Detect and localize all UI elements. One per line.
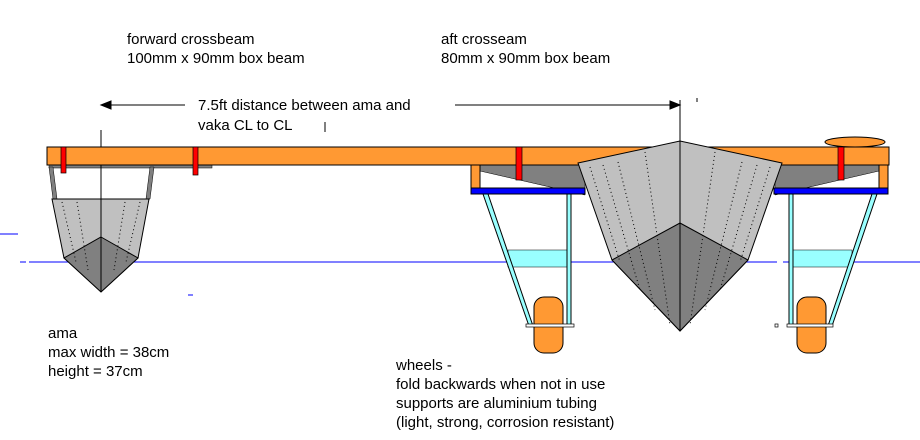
forward-crossbeam-spec: 100mm x 90mm box beam bbox=[127, 50, 305, 67]
distance-line-2: vaka CL to CL bbox=[198, 117, 293, 134]
beam-cap bbox=[824, 136, 886, 148]
ama-width: max width = 38cm bbox=[48, 344, 170, 361]
aft-crossbeam-spec: 80mm x 90mm box beam bbox=[441, 50, 611, 67]
wheels-label: wheels - fold backwards when not in use … bbox=[396, 356, 614, 432]
distance-arrow bbox=[99, 98, 698, 132]
aft-crossbeam-label: aft crosseam 80mm x 90mm box beam bbox=[441, 30, 610, 68]
aft-mounts bbox=[470, 164, 889, 196]
right-wheel-assembly bbox=[774, 193, 878, 354]
bolts bbox=[60, 146, 845, 181]
left-wheel-assembly bbox=[482, 193, 575, 354]
distance-line-1: 7.5ft distance between ama and bbox=[198, 97, 411, 114]
right-mount-bar bbox=[773, 187, 889, 195]
ama-hull bbox=[48, 130, 213, 293]
wheels-line-3: supports are aluminium tubing bbox=[396, 395, 597, 412]
vaka-hull bbox=[577, 100, 783, 332]
ama-height: height = 37cm bbox=[48, 363, 143, 380]
forward-crossbeam-title: forward crossbeam bbox=[127, 31, 255, 48]
wheels-line-4: (light, strong, corrosion resistant) bbox=[396, 414, 615, 431]
wheels-line-1: wheels - bbox=[396, 357, 452, 374]
distance-label: 7.5ft distance between ama and vaka CL t… bbox=[198, 96, 411, 136]
wheels-line-2: fold backwards when not in use bbox=[396, 376, 606, 393]
ama-label: ama max width = 38cm height = 37cm bbox=[48, 324, 169, 381]
forward-crossbeam-label: forward crossbeam 100mm x 90mm box beam bbox=[127, 30, 305, 68]
aft-crossbeam-title: aft crosseam bbox=[441, 31, 527, 48]
ama-title: ama bbox=[48, 325, 78, 342]
left-mount-bar bbox=[470, 187, 586, 195]
